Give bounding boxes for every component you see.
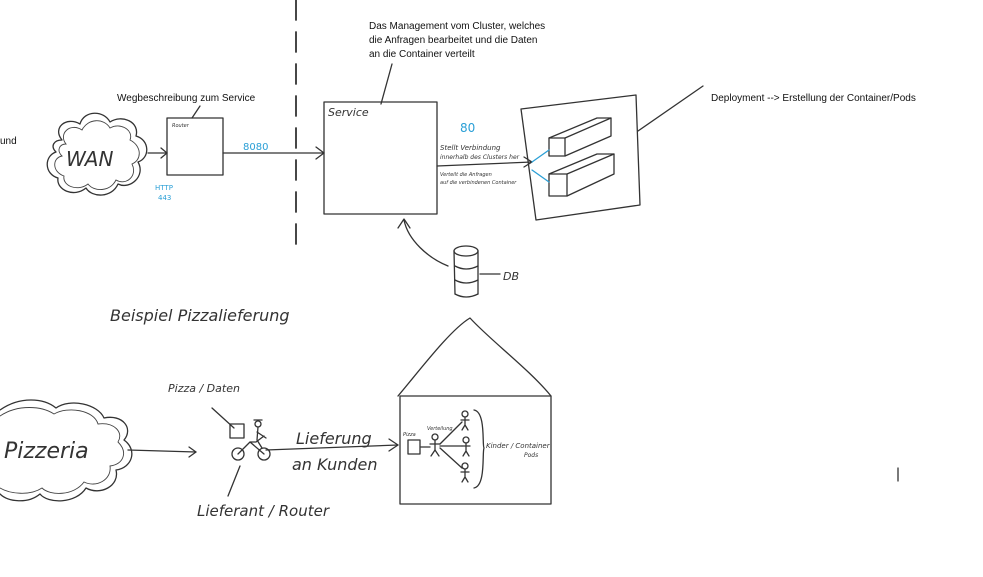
pizza-daten-label: Pizza / Daten <box>168 382 240 395</box>
pizzeria-to-courier-arrowhead <box>188 446 197 458</box>
lieferung-label-1: Lieferung <box>296 429 372 448</box>
db-label: DB <box>503 270 519 283</box>
children-brace <box>473 409 485 489</box>
deployment-pointer-line <box>637 85 704 132</box>
beispiel-title: Beispiel Pizzalieferung <box>110 306 290 325</box>
parent-to-child-1 <box>439 421 463 445</box>
distribution-note-line-1: Verteilt die Anfragen <box>440 172 492 178</box>
pizza-small-label: Pizza <box>403 432 416 438</box>
wegbeschreibung-note: Wegbeschreibung zum Service <box>117 93 256 104</box>
parent-to-child-3 <box>439 447 463 469</box>
container-block-1 <box>548 117 612 157</box>
kinder-label-line-1: Kinder / Container <box>486 442 551 450</box>
child-figure-icon-1 <box>460 410 470 431</box>
delivery-arrowhead <box>388 438 399 452</box>
service-box <box>323 101 438 215</box>
child-figure-icon-2 <box>461 436 471 457</box>
bicycle-courier-icon <box>229 419 271 461</box>
pizzeria-cloud-outline-2 <box>0 407 124 494</box>
container-block-2 <box>548 153 615 197</box>
management-note-line-3: an die Container verteilt <box>369 49 475 60</box>
deployment-note: Deployment --> Erstellung der Container/… <box>711 93 916 104</box>
verteilung-label: Verteilung <box>427 426 453 432</box>
wan-cloud-shape <box>46 112 148 196</box>
connection-note-line-2: innerhalb des Clusters her <box>440 154 520 161</box>
http-label: HTTP <box>155 184 173 192</box>
router-box <box>166 117 224 176</box>
management-note-line-2: die Anfragen bearbeitet und die Daten <box>369 35 537 46</box>
router-label: Router <box>172 123 190 129</box>
house-body <box>399 395 552 505</box>
lieferant-pointer <box>227 465 241 497</box>
lieferung-label-2: an Kunden <box>292 455 378 474</box>
pizzeria-cloud-shape <box>0 399 133 502</box>
pizza-daten-pointer <box>211 407 235 429</box>
pizza-box-small <box>407 439 421 455</box>
pizzeria-to-courier-line <box>127 449 197 453</box>
wegbeschreibung-pointer-line <box>191 105 201 119</box>
lieferant-label: Lieferant / Router <box>197 502 330 520</box>
db-to-service-arrowhead <box>397 218 411 229</box>
route-to-container-1 <box>531 149 550 163</box>
route-to-container-2 <box>531 169 550 183</box>
distribution-note-line-2: auf die verbindenen Container <box>440 180 517 186</box>
management-pointer-line <box>380 63 393 105</box>
parent-figure-icon <box>429 433 441 457</box>
connection-note-line-1: Stellt Verbindung <box>440 144 501 152</box>
deployment-box <box>520 94 641 221</box>
house-roof <box>397 317 552 397</box>
delivery-line <box>265 444 399 451</box>
kinder-label-line-2: Pods <box>524 452 538 459</box>
service-label: Service <box>328 106 369 119</box>
db-to-service-curve <box>403 219 449 267</box>
left-cut-text: und <box>0 136 17 147</box>
wan-cloud-outline-2 <box>54 120 140 190</box>
child-figure-icon-3 <box>460 462 470 483</box>
http-port-label: 443 <box>158 194 171 202</box>
db-cylinder-icon <box>453 245 479 298</box>
pizzeria-label: Pizzeria <box>4 439 89 464</box>
wan-label: WAN <box>66 147 113 171</box>
port-8080-label: 8080 <box>243 142 268 153</box>
service-to-deployment-line <box>436 161 533 167</box>
port-80-label: 80 <box>460 121 475 135</box>
management-note-line-1: Das Management vom Cluster, welches <box>369 21 545 32</box>
